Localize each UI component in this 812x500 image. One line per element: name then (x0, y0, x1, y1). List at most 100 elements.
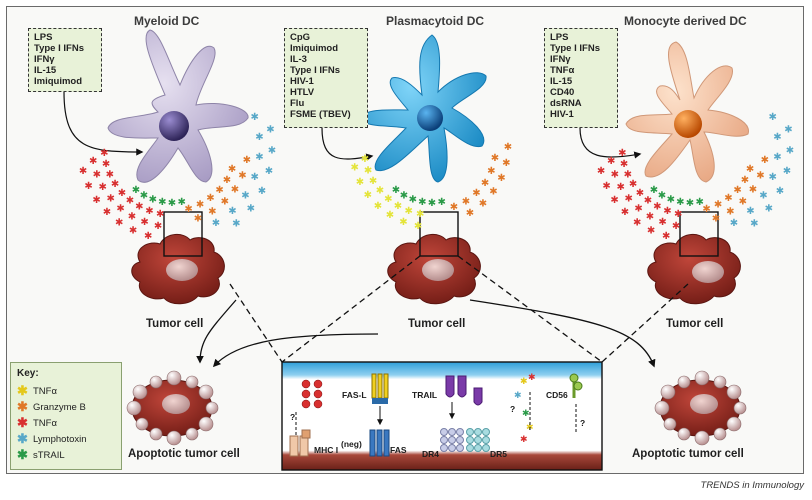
stimulus-item: TNFα (550, 65, 575, 76)
tumor-cell-label-left: Tumor cell (146, 318, 204, 330)
question-mark-2: ? (510, 404, 515, 414)
cytokine-particle: ✱ (611, 169, 619, 180)
cytokine-particle: ✱ (712, 213, 720, 224)
cytokine-particle: ✱ (726, 207, 734, 218)
cytokine-particle: ✱ (106, 169, 114, 180)
cytokine-particle: ✱ (154, 221, 162, 232)
cytokine-particle: ✱ (251, 172, 259, 183)
stimulus-item: IFNγ (550, 54, 571, 65)
cytokine-particle: ✱ (504, 142, 512, 153)
cytokine-particle: ✱ (650, 185, 658, 196)
cytokine-particle: ✱ (194, 213, 202, 224)
cytokine-particle: ✱ (132, 185, 140, 196)
stimulus-arrows (63, 91, 642, 161)
cytokine-particle: ✱ (196, 200, 204, 211)
cytokine-particle: ✱ (247, 204, 255, 215)
key-item-label: Lymphotoxin (33, 433, 87, 445)
monocyte-dc-nucleus (674, 110, 702, 138)
cytokine-particle: ✱ (255, 152, 263, 163)
cytokine-particle: ✱ (84, 181, 92, 192)
stimulus-item: CD40 (550, 87, 575, 98)
zoom-lines (229, 255, 689, 363)
cytokine-particle: ✱ (466, 208, 474, 219)
cytokine-particle: ✱ (624, 169, 632, 180)
svg-text:✱: ✱ (514, 391, 522, 401)
star-icon: ✱ (17, 415, 28, 430)
cytokine-particle: ✱ (769, 172, 777, 183)
cytokine-particle: ✱ (487, 166, 495, 177)
synapse-box-right (679, 211, 719, 257)
cytokine-particle: ✱ (376, 186, 384, 197)
cytokine-particle: ✱ (634, 203, 642, 214)
apoptotic-label-right: Apoptotic tumor cell (632, 448, 744, 460)
stimulus-item: dsRNA (550, 98, 582, 109)
cytokine-particle: ✱ (491, 153, 499, 164)
cytokine-particle: ✱ (100, 148, 108, 159)
fas-label: FAS (390, 445, 407, 455)
cytokine-particle: ✱ (759, 190, 767, 201)
cytokine-particle: ✱ (733, 185, 741, 196)
cytokine-particle: ✱ (238, 171, 246, 182)
cytokine-particle: ✱ (784, 125, 792, 136)
cytokine-particle: ✱ (386, 210, 394, 221)
cytokine-particle: ✱ (714, 200, 722, 211)
cytokine-particle: ✱ (212, 218, 220, 229)
stimulus-item: Flu (290, 98, 305, 109)
stimulus-item: Type I IFNs (34, 43, 84, 54)
cytokine-particle: ✱ (356, 177, 364, 188)
apoptotic-label-left: Apoptotic tumor cell (128, 448, 240, 460)
dr4-receptor (440, 428, 464, 452)
cytokine-particle: ✱ (479, 199, 487, 210)
svg-text:✱: ✱ (528, 373, 536, 383)
stimulus-item: IL-15 (34, 65, 57, 76)
cd56-label: CD56 (546, 390, 568, 400)
cytokine-particle: ✱ (696, 197, 704, 208)
cd56-receptor (569, 373, 583, 398)
question-mark-3: ? (580, 418, 585, 428)
cytokine-particle: ✱ (676, 197, 684, 208)
cytokine-particle: ✱ (364, 190, 372, 201)
cytokine-particle: ✱ (243, 155, 251, 166)
cytokine-particle: ✱ (79, 166, 87, 177)
cytokine-particle: ✱ (102, 159, 110, 170)
cytokine-particle: ✱ (618, 148, 626, 159)
key-item-label: Granzyme B (33, 401, 86, 413)
cytokine-particle: ✱ (158, 197, 166, 208)
cytokine-particle: ✱ (99, 182, 107, 193)
cytokine-particle: ✱ (228, 164, 236, 175)
cytokine-particle: ✱ (658, 217, 666, 228)
stimulus-item: FSME (TBEV) (290, 109, 351, 120)
cytokine-particle: ✱ (103, 207, 111, 218)
cytokine-particle: ✱ (489, 187, 497, 198)
cytokine-particle: ✱ (783, 166, 791, 177)
cytokine-particle: ✱ (462, 196, 470, 207)
myeloid-stimuli-box: LPS Type I IFNs IFNγ IL-15 Imiquimod (28, 28, 102, 92)
cytokine-particle: ✱ (232, 219, 240, 230)
stimulus-item: IL-15 (550, 76, 573, 87)
cytokine-particle: ✱ (769, 112, 777, 123)
star-icon: ✱ (17, 383, 28, 398)
cytokine-particle: ✱ (672, 221, 680, 232)
cytokine-particle: ✱ (208, 207, 216, 218)
cytokine-particle: ✱ (361, 154, 369, 165)
cytokine-particle: ✱ (107, 193, 115, 204)
cytokine-particle: ✱ (625, 193, 633, 204)
fasl-label: FAS-L (342, 390, 367, 400)
stimulus-item: IFNγ (34, 54, 55, 65)
cytokine-particle: ✱ (765, 204, 773, 215)
monocyte-dc-cell (625, 41, 749, 183)
cytokine-particle: ✱ (118, 188, 126, 199)
cytokine-particle: ✱ (258, 186, 266, 197)
dr5-label: DR5 (490, 449, 507, 459)
monocyte-dc-title: Monocyte derived DC (624, 14, 747, 28)
monocyte-stimuli-box: LPS Type I IFNs IFNγ TNFα IL-15 CD40 dsR… (544, 28, 618, 128)
cytokine-particle: ✱ (602, 181, 610, 192)
cytokine-particle: ✱ (428, 198, 436, 209)
svg-text:✱: ✱ (520, 435, 528, 445)
cytokine-particle: ✱ (156, 209, 164, 220)
cytokine-particle: ✱ (741, 175, 749, 186)
cytokine-particle: ✱ (374, 201, 382, 212)
stimulus-item: LPS (550, 32, 569, 43)
key-item: ✱ sTRAIL (17, 447, 115, 463)
